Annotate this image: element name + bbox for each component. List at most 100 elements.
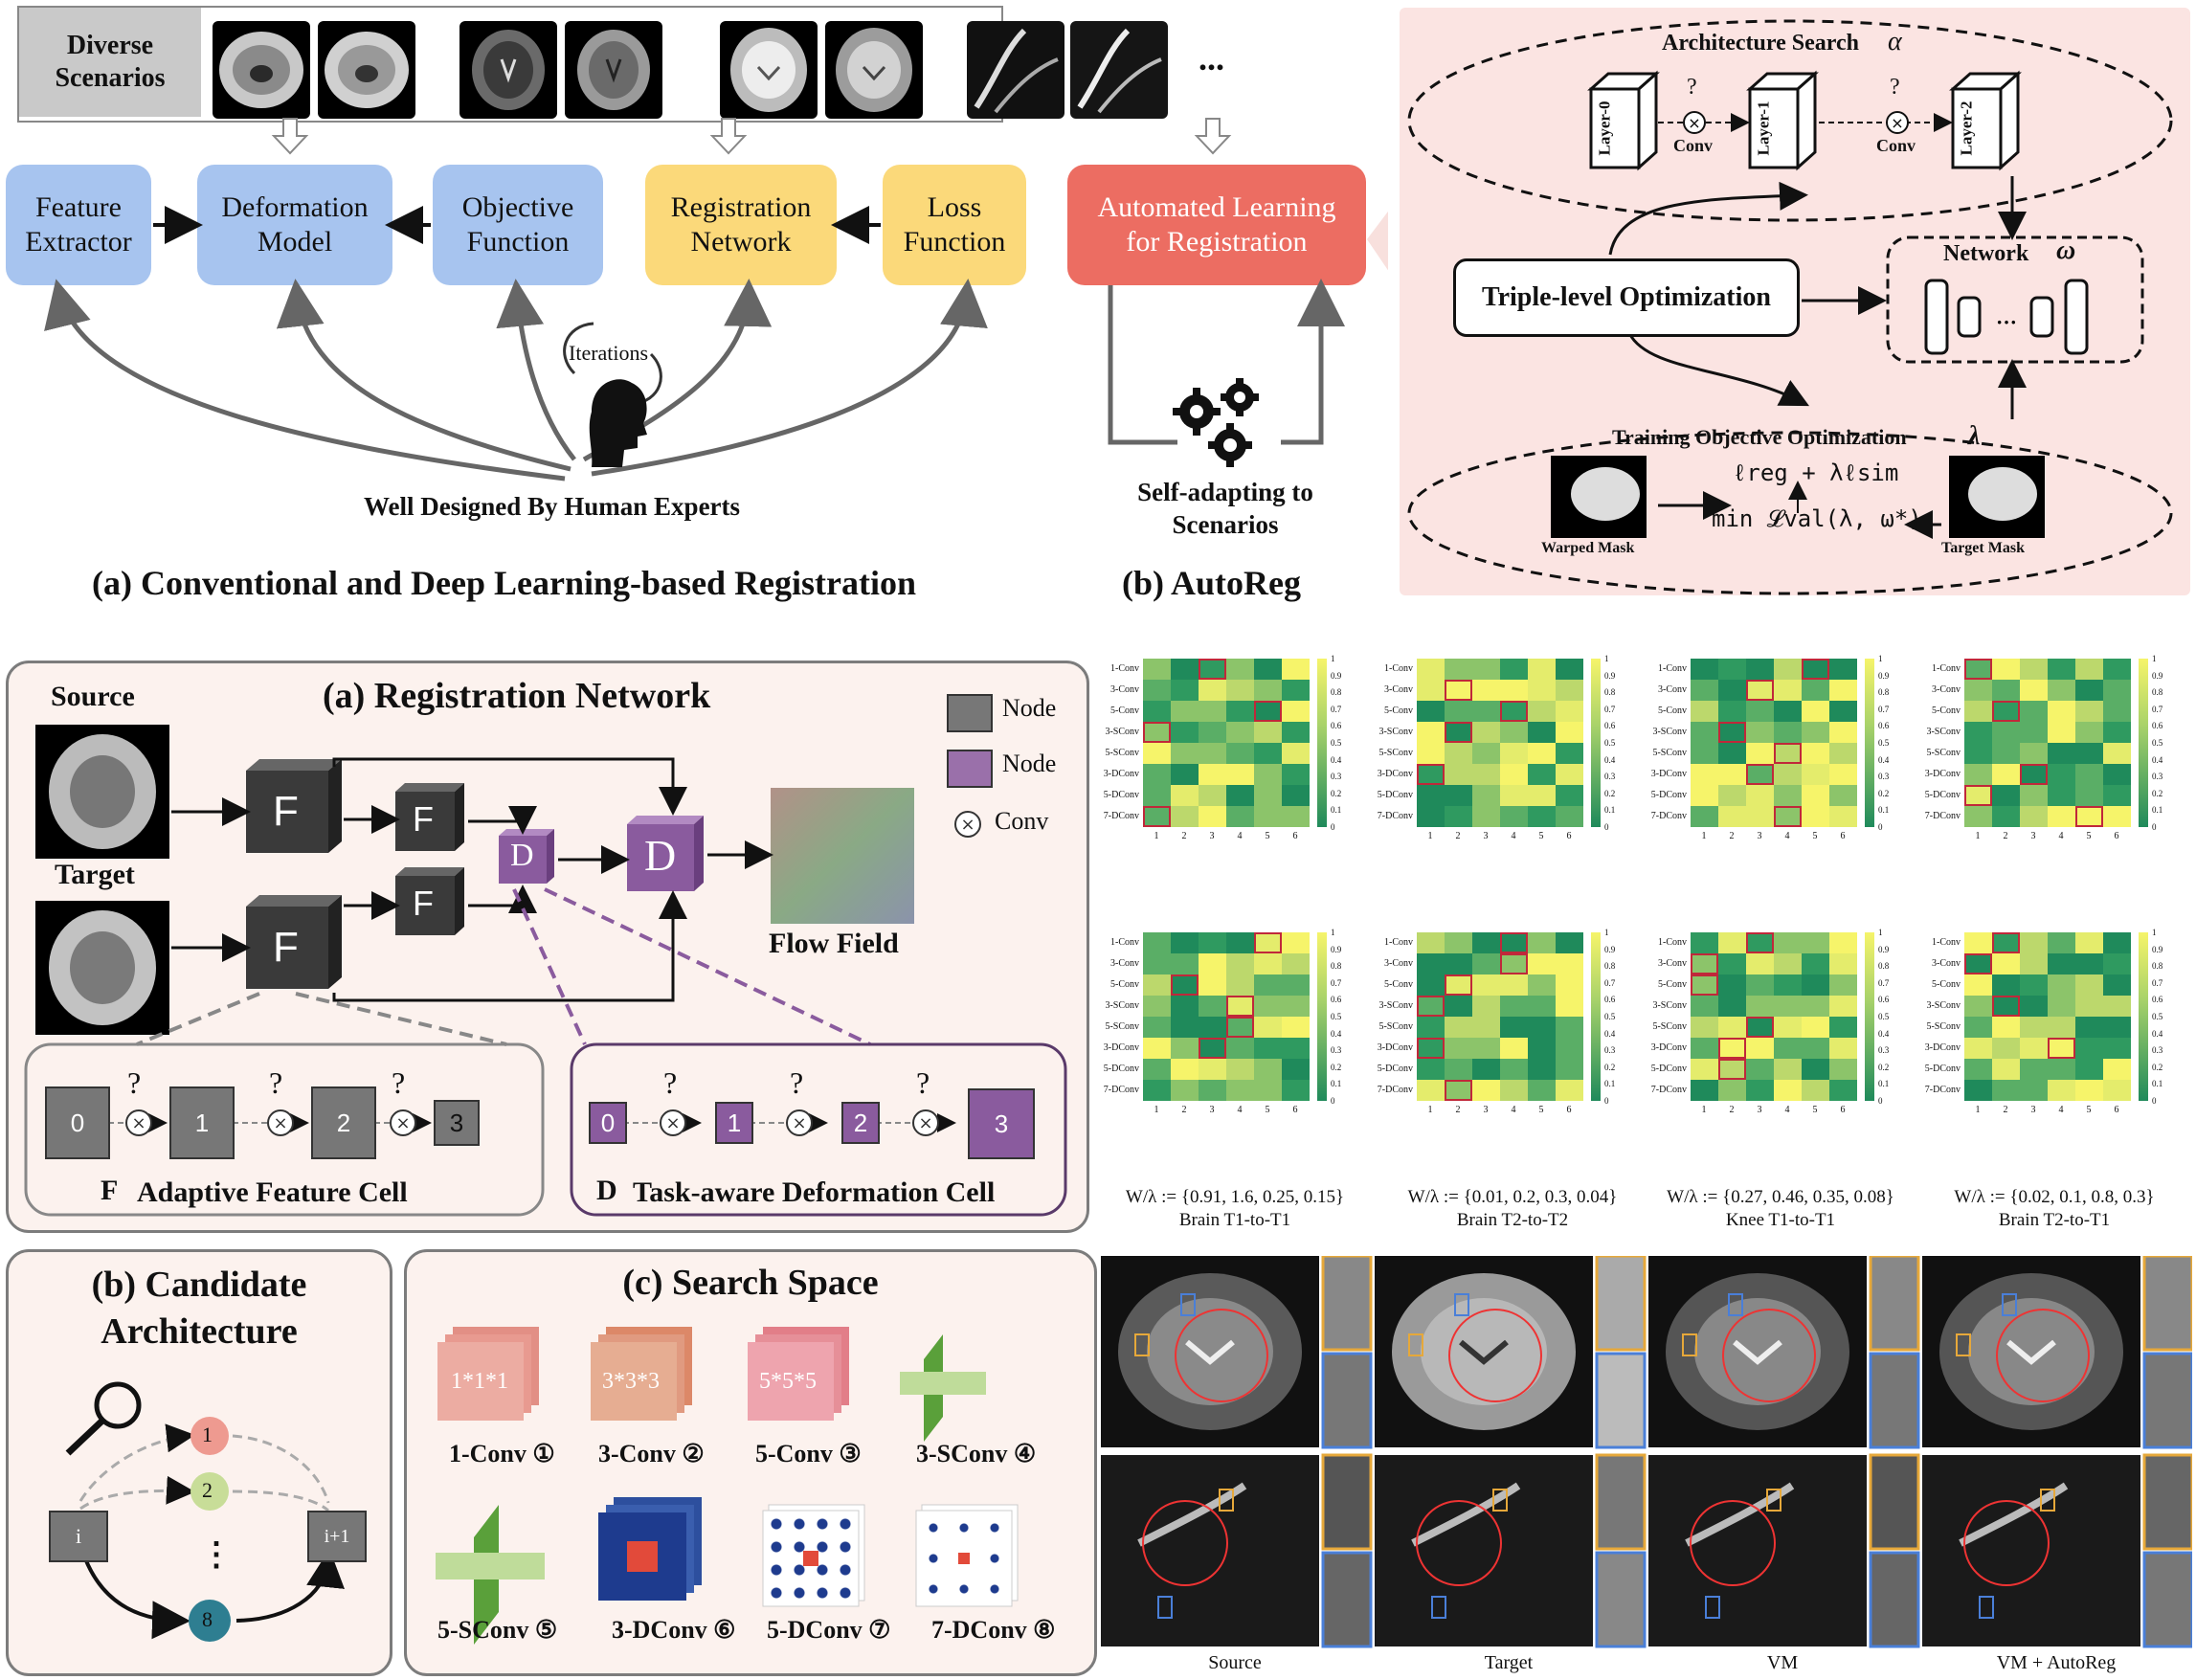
heatmap-row-label: 3-DConv	[1650, 769, 1687, 779]
conv-op-icon: ×	[125, 1109, 152, 1136]
heatmap-colorbar	[2139, 659, 2148, 827]
heatmap-cell	[1143, 743, 1171, 764]
heatmap-cell	[1254, 1080, 1282, 1101]
heatmap-cell	[1774, 806, 1802, 827]
heatmap-cell	[1964, 932, 1992, 953]
colorbar-tick-label: 0.1	[2152, 1079, 2163, 1089]
heatmap-row-label: 1-Conv	[1384, 663, 1413, 674]
heatmap-cell	[1282, 743, 1310, 764]
colorbar-tick-label: 0	[1878, 1096, 1883, 1106]
colorbar-tick-label: 0.4	[2152, 1028, 2163, 1039]
heatmap-cell	[1691, 722, 1718, 743]
heatmap-col-label: 3	[1757, 1105, 1762, 1115]
heatmap-cell	[1500, 1017, 1528, 1038]
heatmap-selected-cell	[1691, 953, 1718, 974]
scenario-brain-image	[565, 21, 662, 119]
heatmap-cell	[2020, 1017, 2048, 1038]
heatmap-cell	[1199, 1038, 1226, 1059]
heatmap-cell	[2103, 1059, 2131, 1080]
colorbar-tick-label: 0.3	[1878, 1045, 1890, 1056]
colorbar-tick-label: 0.4	[2152, 754, 2163, 765]
heatmap-cell	[1472, 953, 1500, 974]
heatmap-col-label: 2	[1181, 831, 1187, 841]
heatmap-cell	[2048, 743, 2075, 764]
heatmap-cell	[1691, 996, 1718, 1017]
candidate-graphics	[65, 1381, 345, 1642]
heatmap-cell	[1829, 764, 1857, 785]
colorbar-tick-label: 1	[1331, 654, 1335, 663]
heatmap-col-label: 6	[1840, 1105, 1846, 1115]
heatmap-cell	[1718, 953, 1746, 974]
colorbar-tick-label: 0	[1878, 822, 1883, 832]
heatmap-cell	[1774, 974, 1802, 996]
mri-comparison-graphics	[1101, 1256, 2192, 1648]
heatmap-selected-cell	[1992, 932, 2020, 953]
heatmap-cell	[1556, 722, 1583, 743]
heatmap-row-label: 3-Conv	[1110, 684, 1139, 695]
heatmap-cell	[1802, 743, 1829, 764]
heatmap-col-label: 4	[1237, 831, 1243, 841]
colorbar-tick-label: 0.2	[2152, 788, 2163, 798]
heatmap-row-label: 5-SConv	[1378, 1021, 1413, 1032]
human-experts-label: Well Designed By Human Experts	[364, 492, 741, 521]
heatmap-cell	[1528, 932, 1556, 953]
self-adapting-label: Self-adapting to Scenarios	[1137, 478, 1313, 539]
colorbar-tick-label: 0.3	[1331, 772, 1342, 782]
op-label: 3-SConv ④	[916, 1440, 1037, 1467]
heatmap-cell	[1556, 932, 1583, 953]
heatmap-row-label: 3-Conv	[1932, 958, 1961, 969]
heatmap-cell	[1282, 1038, 1310, 1059]
heatmap-cell	[1282, 680, 1310, 701]
heatmap-cell	[1143, 680, 1171, 701]
colorbar-tick-label: 0.1	[1878, 805, 1890, 816]
heatmap-cell	[1417, 806, 1445, 827]
heatmap-row-label: 5-DConv	[1377, 790, 1413, 800]
heatmap-cell	[1171, 932, 1199, 953]
heatmap-selected-cell	[1992, 701, 2020, 722]
heatmap-captions: W/λ := {0.91, 1.6, 0.25, 0.15} Brain T1-…	[1101, 1187, 2192, 1235]
heatmap-row-label: 3-DConv	[1103, 1042, 1139, 1053]
colorbar-tick-label: 0.8	[2152, 961, 2163, 972]
heatmap-cell	[2075, 743, 2103, 764]
heatmap-selected-cell	[1746, 1017, 1774, 1038]
heatmap-cell	[1528, 764, 1556, 785]
heatmap-col-label: 4	[2058, 831, 2064, 841]
heatmap-row-label: 5-DConv	[1377, 1064, 1413, 1074]
colorbar-tick-label: 0	[1604, 822, 1609, 832]
heatmap-col-label: 5	[2086, 831, 2092, 841]
heatmap-cell	[1500, 953, 1528, 974]
svg-text:···: ···	[1996, 310, 2017, 334]
heatmap-cell	[1445, 1059, 1472, 1080]
heatmap-cell	[1964, 996, 1992, 1017]
heatmap-row-label: 3-DConv	[1103, 769, 1139, 779]
heatmap-cell	[1254, 785, 1282, 806]
colorbar-tick-label: 0.1	[1331, 1079, 1342, 1089]
svg-text:×: ×	[1688, 114, 1700, 132]
candidate-node-1: 1	[202, 1422, 213, 1446]
feature-cell-node: 2	[311, 1086, 376, 1159]
heatmap-cell	[2103, 1017, 2131, 1038]
heatmap-cell	[2075, 953, 2103, 974]
layer-0-label: Layer-0	[1595, 101, 1614, 156]
scenario-knee-image	[1070, 21, 1168, 119]
heatmap-cell	[1500, 806, 1528, 827]
heatmap-panel	[1417, 659, 1601, 827]
question-mark: ?	[1687, 75, 1697, 100]
heatmap-cell	[1829, 722, 1857, 743]
heatmap-cell	[1226, 1017, 1254, 1038]
colorbar-tick-label: 0.2	[1331, 788, 1342, 798]
automated-learning-box: Automated Learning for Registration	[1067, 165, 1366, 285]
heatmap-cell	[2103, 1038, 2131, 1059]
colorbar-tick-label: 1	[1604, 654, 1609, 663]
heatmap-colorbar	[1317, 932, 1327, 1101]
heatmap-col-label: 2	[2003, 831, 2008, 841]
heatmap-cell	[1171, 806, 1199, 827]
mri-label-source: Source	[1208, 1652, 1262, 1673]
heatmap-cell	[2020, 764, 2048, 785]
glyph-3conv: 3*3*3	[602, 1369, 660, 1394]
heatmap-cell	[1143, 701, 1171, 722]
colorbar-tick-label: 0.3	[1604, 1045, 1616, 1056]
heatmap-cell	[1199, 764, 1226, 785]
node-i: i	[49, 1511, 108, 1562]
network-label: Network	[1943, 241, 2029, 266]
